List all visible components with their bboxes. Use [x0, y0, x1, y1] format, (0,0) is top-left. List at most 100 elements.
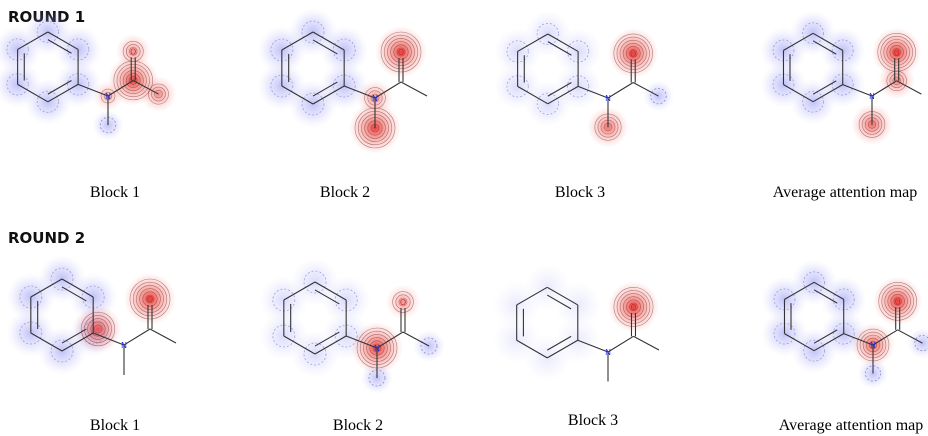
nitrogen-label: N — [870, 341, 876, 350]
negative-contour — [536, 22, 559, 46]
bond-ring-n — [577, 339, 609, 353]
negative-contour — [19, 321, 43, 345]
ring-bond — [17, 31, 49, 50]
positive-contour — [151, 86, 166, 102]
ring-bond — [516, 339, 548, 359]
positive-contour — [884, 288, 911, 315]
positive-contour — [129, 47, 138, 56]
positive-contour — [889, 45, 904, 60]
ring-double-bond — [547, 41, 572, 56]
ring-bond — [314, 281, 347, 301]
positive-contour — [880, 36, 913, 69]
ring-bond — [312, 85, 345, 105]
negative-contour — [420, 337, 438, 355]
ring-double-bond — [61, 286, 87, 302]
ring-bond — [61, 332, 94, 352]
bond-carbonyl-methyl — [400, 81, 428, 97]
bond-carbonyl-methyl — [132, 79, 159, 95]
positive-contour — [132, 281, 168, 317]
ring-bond — [281, 85, 314, 105]
positive-contour — [393, 44, 409, 60]
ring-double-bond — [547, 82, 572, 97]
positive-contour — [129, 278, 171, 320]
positive-contour — [892, 76, 901, 85]
nitrogen-label: N — [105, 92, 111, 101]
ring-bond — [813, 281, 844, 300]
ring-double-bond — [812, 80, 837, 95]
positive-contour — [145, 294, 155, 304]
positive-contour — [142, 291, 158, 307]
bond-ring-n — [842, 84, 873, 97]
positive-contour — [84, 315, 112, 343]
negative-contour — [272, 324, 296, 348]
molecule-r2-block3: NO — [516, 286, 660, 382]
positive-attention-blob — [115, 33, 151, 70]
nitrogen-label: N — [121, 341, 127, 350]
ring-double-bond — [47, 39, 72, 54]
bond-ring-n — [343, 85, 376, 99]
positive-contour — [396, 47, 406, 57]
positive-contour — [613, 33, 653, 74]
positive-contour — [629, 302, 638, 312]
negative-contour — [303, 342, 327, 366]
positive-contour — [893, 297, 902, 306]
positive-contour — [122, 70, 144, 91]
positive-contour — [148, 83, 169, 105]
positive-contour — [87, 318, 109, 340]
negative-contour — [536, 92, 559, 115]
nitrogen-label: N — [605, 348, 611, 357]
positive-contour — [886, 70, 907, 91]
oxygen-label: O — [894, 48, 900, 57]
bond-carbonyl-methyl — [633, 335, 660, 351]
positive-contour — [883, 39, 910, 66]
ring-bond — [47, 83, 79, 103]
negative-contour — [301, 92, 325, 116]
bond-ring-n — [577, 85, 609, 99]
positive-contour — [93, 324, 103, 334]
bond-n-carbonyl — [607, 335, 634, 353]
caption-r2-block2: Block 2 — [332, 417, 384, 434]
positive-contour — [877, 32, 917, 72]
caption-r1-block3: Block 3 — [554, 184, 606, 201]
negative-contour — [650, 87, 667, 105]
bond-n-carbonyl — [123, 328, 151, 346]
positive-contour — [890, 294, 905, 309]
ring-double-bond — [61, 328, 87, 344]
ring-bond — [783, 32, 814, 51]
negative-contour — [301, 20, 325, 44]
molecule-r1-block1: NO — [17, 31, 159, 126]
positive-contour — [613, 287, 654, 327]
bond-carbonyl-methyl — [632, 81, 659, 97]
positive-contour — [116, 63, 150, 98]
positive-contour — [626, 299, 641, 315]
positive-contour — [886, 42, 907, 63]
caption-r2-block3: Block 3 — [567, 412, 619, 429]
ring-bond — [30, 278, 63, 298]
positive-contour — [154, 89, 163, 99]
molecule-r1-block3: NO — [517, 33, 659, 128]
positive-contour — [629, 49, 638, 58]
ring-double-bond — [546, 335, 572, 351]
ring-bond — [517, 85, 549, 105]
bond-n-carbonyl — [871, 80, 897, 97]
bond-n-carbonyl — [872, 329, 898, 346]
ring-double-bond — [314, 331, 340, 347]
bond-ring-n — [843, 333, 874, 346]
ring-bond — [812, 84, 843, 103]
negative-contour — [865, 365, 882, 382]
ring-bond — [281, 31, 314, 51]
ring-bond — [47, 31, 79, 50]
positive-attention-blob — [385, 284, 421, 320]
bond-n-carbonyl — [607, 82, 634, 99]
ring-bond — [546, 286, 579, 306]
positive-contour — [887, 291, 908, 312]
positive-contour — [889, 73, 904, 88]
bond-ring-n — [77, 83, 109, 97]
caption-r1-block2: Block 2 — [319, 184, 371, 201]
molecule-r1-block2: NO — [281, 31, 428, 128]
positive-contour — [622, 296, 644, 318]
positive-contour — [616, 36, 650, 70]
positive-contour — [136, 285, 164, 313]
ring-bond — [813, 333, 844, 352]
bond-n-carbonyl — [107, 80, 134, 97]
